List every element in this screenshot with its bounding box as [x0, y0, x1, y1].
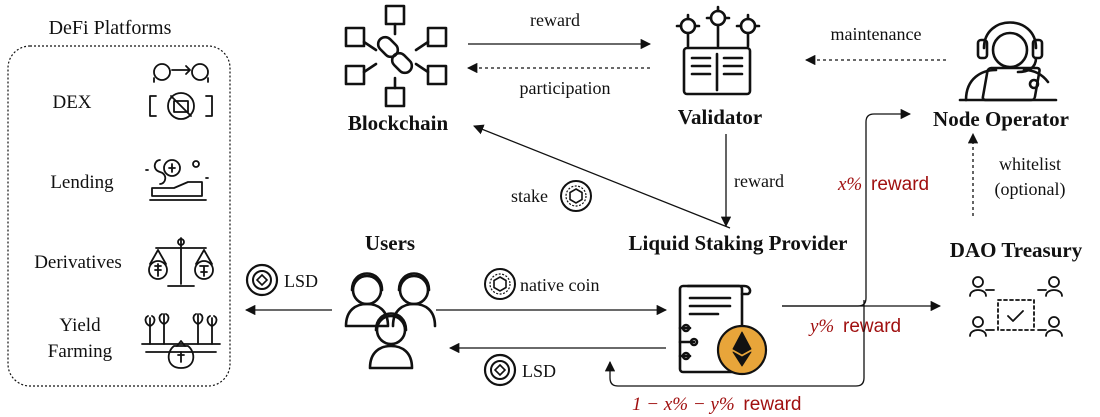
- label-lsd-bottom: LSD: [522, 361, 556, 381]
- label-whitelist: whitelist: [999, 154, 1061, 174]
- validator-icon: [675, 5, 761, 96]
- dao-treasury-icon: [969, 276, 1063, 337]
- arrow-lsp-nodeop: [782, 108, 912, 307]
- label-optional: (optional): [995, 179, 1066, 200]
- label-maintenance: maintenance: [831, 24, 922, 44]
- label-reward-mid: reward: [734, 171, 784, 191]
- derivatives-icon: [148, 237, 214, 287]
- label-native-coin: native coin: [520, 275, 599, 295]
- defi-item-yield: Yield: [59, 315, 101, 336]
- dex-icon: [149, 63, 213, 120]
- defi-item-derivatives: Derivatives: [34, 252, 122, 273]
- arrow-lsp-remainder: [604, 300, 865, 387]
- label-remain-reward: 1 − x% − y% reward: [632, 394, 802, 415]
- lending-icon: [145, 159, 209, 201]
- blockchain-label: Blockchain: [348, 111, 449, 135]
- node-operator-label: Node Operator: [933, 107, 1069, 131]
- defi-panel: [7, 45, 231, 387]
- defi-item-lending: Lending: [50, 172, 114, 193]
- label-y-reward: y% reward: [808, 316, 901, 337]
- label-stake: stake: [511, 186, 548, 206]
- label-participation: participation: [520, 78, 611, 98]
- arrow-lsp-blockchain: [473, 124, 731, 229]
- label-x-reward: x% reward: [837, 174, 929, 195]
- users-icon: [344, 272, 437, 370]
- native-coin-icon: [484, 268, 516, 300]
- label-reward-top: reward: [530, 10, 580, 30]
- validator-label: Validator: [678, 105, 762, 129]
- dao-label: DAO Treasury: [950, 238, 1083, 262]
- users-label: Users: [365, 231, 415, 255]
- ethereum-icon: [716, 324, 768, 376]
- stake-coin-icon: [560, 180, 592, 212]
- defi-title: DeFi Platforms: [49, 17, 172, 39]
- lsd-token-icon-left: [245, 263, 279, 297]
- yield-farming-icon: [141, 313, 221, 369]
- lsp-label: Liquid Staking Provider: [628, 231, 847, 255]
- lsd-token-icon-bottom: [483, 353, 517, 387]
- label-lsd-left: LSD: [284, 271, 318, 291]
- defi-item-dex: DEX: [52, 92, 91, 113]
- blockchain-icon: [344, 4, 448, 108]
- defi-item-farming: Farming: [48, 341, 113, 362]
- node-operator-icon: [958, 21, 1058, 102]
